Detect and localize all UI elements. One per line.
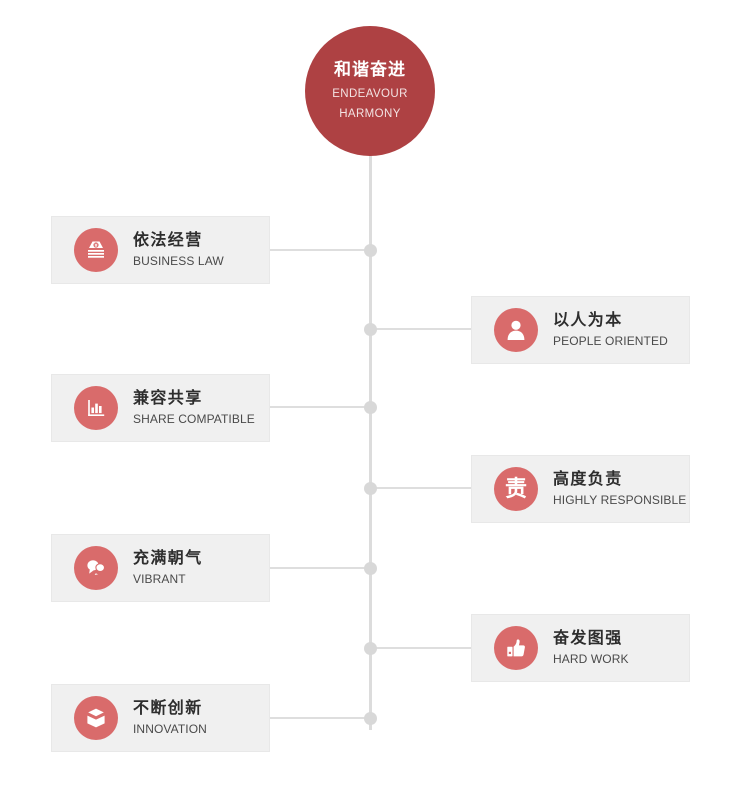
spine-node xyxy=(364,562,377,575)
value-box-share-compatible[interactable]: 兼容共享 SHARE COMPATIBLE xyxy=(51,374,270,442)
value-box-hard-work[interactable]: 奋发图强 HARD WORK xyxy=(471,614,690,682)
value-text-group: 充满朝气 VIBRANT xyxy=(133,549,203,586)
value-title-cn: 不断创新 xyxy=(133,700,203,718)
value-box-innovation[interactable]: 不断创新 INNOVATION xyxy=(51,684,270,752)
connector-line xyxy=(270,406,370,408)
connector-line xyxy=(370,647,471,649)
connector-line xyxy=(270,567,370,569)
value-title-en: INNOVATION xyxy=(133,722,207,737)
value-title-en: BUSINESS LAW xyxy=(133,254,224,269)
value-text-group: 兼容共享 SHARE COMPATIBLE xyxy=(133,389,255,426)
spine-node xyxy=(364,712,377,725)
responsibility-char-icon: 责 xyxy=(494,467,538,511)
spine-node xyxy=(364,642,377,655)
responsibility-char-glyph: 责 xyxy=(504,476,527,501)
value-title-cn: 依法经营 xyxy=(133,232,203,250)
speech-bubbles-icon xyxy=(74,546,118,590)
value-title-en: SHARE COMPATIBLE xyxy=(133,412,255,427)
center-hub: 和谐奋进 ENDEAVOUR HARMONY xyxy=(305,26,435,156)
connector-line xyxy=(370,487,471,489)
value-text-group: 奋发图强 HARD WORK xyxy=(553,629,629,666)
spine-node xyxy=(364,323,377,336)
value-title-cn: 高度负责 xyxy=(553,471,623,489)
spine-node xyxy=(364,482,377,495)
hub-title-en-line1: ENDEAVOUR xyxy=(332,88,408,101)
value-box-vibrant[interactable]: 充满朝气 VIBRANT xyxy=(51,534,270,602)
value-title-en: VIBRANT xyxy=(133,572,186,587)
connector-line xyxy=(270,249,370,251)
value-text-group: 不断创新 INNOVATION xyxy=(133,699,207,736)
value-title-cn: 兼容共享 xyxy=(133,390,203,408)
value-box-people-oriented[interactable]: 以人为本 PEOPLE ORIENTED xyxy=(471,296,690,364)
connector-line xyxy=(370,328,471,330)
spine-node xyxy=(364,401,377,414)
spine-line xyxy=(369,150,372,730)
hub-title-en: ENDEAVOUR HARMONY xyxy=(332,84,408,124)
value-box-business-law[interactable]: 依法经营 BUSINESS LAW xyxy=(51,216,270,284)
value-text-group: 依法经营 BUSINESS LAW xyxy=(133,231,224,268)
value-text-group: 以人为本 PEOPLE ORIENTED xyxy=(553,311,668,348)
person-icon xyxy=(494,308,538,352)
value-title-cn: 充满朝气 xyxy=(133,550,203,568)
open-box-icon xyxy=(74,696,118,740)
connector-line xyxy=(270,717,370,719)
spine-node xyxy=(364,244,377,257)
value-title-en: PEOPLE ORIENTED xyxy=(553,334,668,349)
hub-title-cn: 和谐奋进 xyxy=(334,60,406,80)
hub-title-en-line2: HARMONY xyxy=(339,108,401,121)
thumbs-up-icon xyxy=(494,626,538,670)
value-title-en: HIGHLY RESPONSIBLE xyxy=(553,493,687,508)
value-title-cn: 奋发图强 xyxy=(553,630,623,648)
value-title-en: HARD WORK xyxy=(553,652,629,667)
bar-chart-icon xyxy=(74,386,118,430)
money-stack-icon xyxy=(74,228,118,272)
value-text-group: 高度负责 HIGHLY RESPONSIBLE xyxy=(553,470,686,507)
value-title-cn: 以人为本 xyxy=(553,312,623,330)
value-box-highly-responsible[interactable]: 责 高度负责 HIGHLY RESPONSIBLE xyxy=(471,455,690,523)
